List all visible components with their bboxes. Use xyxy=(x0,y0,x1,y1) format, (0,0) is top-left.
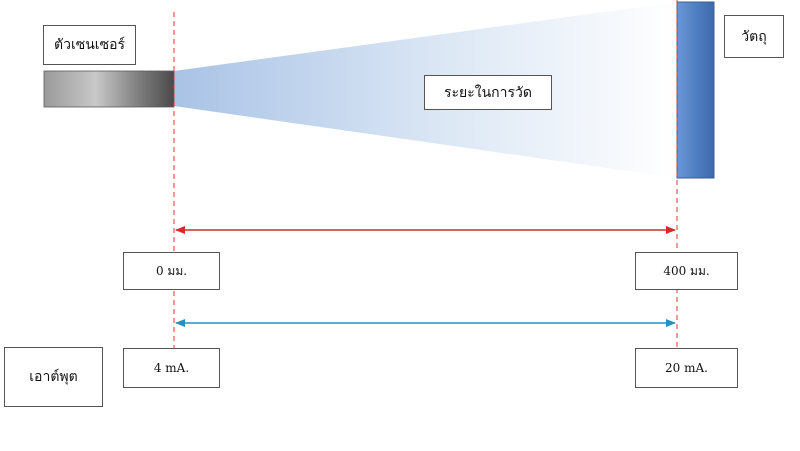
distance-min-text: 0 มม. xyxy=(155,263,188,278)
current-max-label: 20 mA. xyxy=(635,348,738,388)
range-label: ระยะในการวัด xyxy=(424,75,552,110)
current-min-text: 4 mA. xyxy=(153,361,190,375)
range-label-text: ระยะในการวัด xyxy=(444,84,532,101)
object-label: วัตถุ xyxy=(724,15,784,58)
distance-max-label: 400 มม. xyxy=(635,252,738,290)
object-label-text: วัตถุ xyxy=(741,28,767,45)
output-label-text: เอาต์พุต xyxy=(29,369,78,385)
distance-min-label: 0 มม. xyxy=(123,252,220,290)
current-max-text: 20 mA. xyxy=(665,361,708,375)
output-label: เอาต์พุต xyxy=(4,347,103,407)
current-min-label: 4 mA. xyxy=(123,348,220,388)
distance-max-text: 400 มม. xyxy=(663,263,710,278)
sensor-label-text: ตัวเซนเซอร์ xyxy=(53,37,126,53)
target-object xyxy=(676,1,715,179)
sensor-label: ตัวเซนเซอร์ xyxy=(43,25,136,65)
sensor-body xyxy=(43,70,175,108)
